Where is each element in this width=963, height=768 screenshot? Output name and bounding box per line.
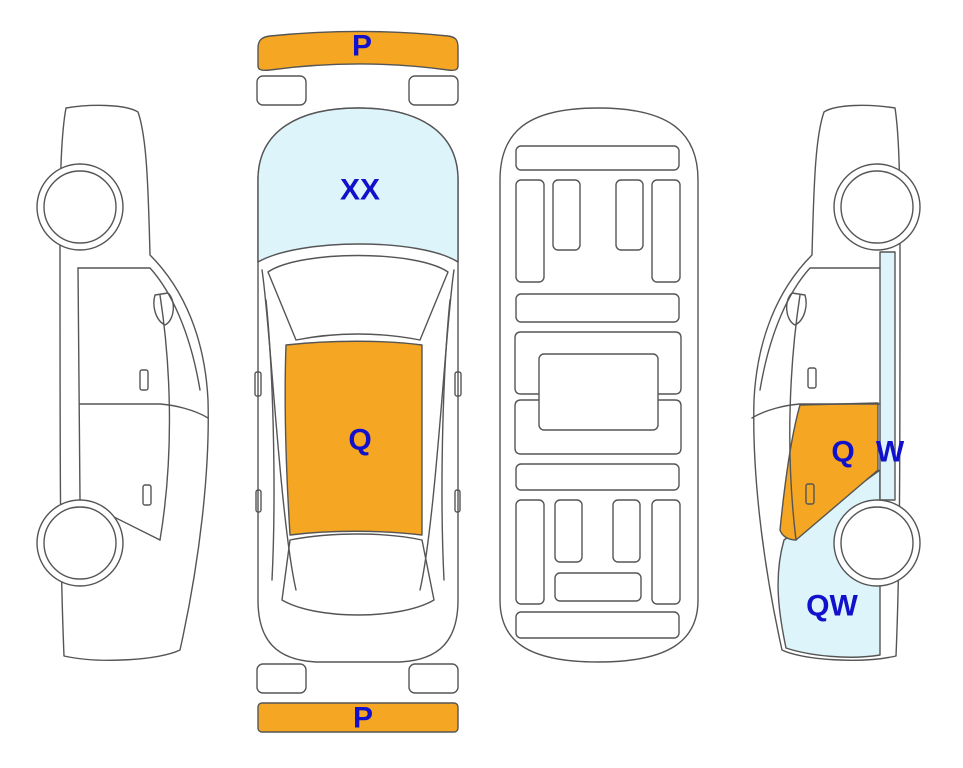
underside-rear-end-bar xyxy=(515,611,680,639)
rear-right-light xyxy=(408,663,459,694)
front-bumper-part xyxy=(257,30,459,72)
right-rear-handle-top xyxy=(454,489,461,513)
left-rear-wheel-inner xyxy=(43,506,117,580)
underside-front-inner-right xyxy=(615,179,644,251)
rear-bumper-part xyxy=(257,702,459,733)
hood-part xyxy=(257,107,459,263)
underside-front-bar xyxy=(515,145,680,171)
left-side-sill xyxy=(265,299,275,581)
left-side-rear-handle xyxy=(142,484,152,506)
front-right-light xyxy=(408,75,459,106)
rear-left-light xyxy=(256,663,307,694)
label-hood: XX xyxy=(340,174,380,207)
right-rear-wheel-inner xyxy=(840,506,914,580)
left-front-wheel xyxy=(36,163,124,251)
underside-rear-inner-right xyxy=(612,499,641,563)
label-right-rear-door: Q xyxy=(831,436,854,469)
right-side-belt-line xyxy=(751,403,881,419)
underside-rear-right-rail xyxy=(651,499,681,605)
left-side-window-line xyxy=(77,267,201,391)
left-front-wheel-inner xyxy=(43,170,117,244)
right-side-mirror-top xyxy=(454,371,462,397)
rear-window xyxy=(281,533,435,616)
left-side-door-line xyxy=(159,294,171,541)
car-top-view xyxy=(254,30,462,733)
right-side-front-handle xyxy=(807,367,817,389)
right-side-door-line xyxy=(789,294,801,541)
underside-rear-inner-left xyxy=(554,499,583,563)
left-side-mirror-top xyxy=(254,371,262,397)
roof-part xyxy=(284,340,423,536)
left-side-front-handle xyxy=(139,369,149,391)
car-left-side-view xyxy=(36,104,209,661)
right-side-window-line xyxy=(759,267,881,391)
damage-labels: P XX Q P Q W QW xyxy=(340,30,905,735)
underside-center-frame xyxy=(514,331,682,455)
left-rear-wheel xyxy=(36,499,124,587)
car-right-side-view xyxy=(751,104,921,661)
right-front-wheel xyxy=(833,163,921,251)
underside-exhaust-bar xyxy=(554,572,642,602)
underside-center-panel xyxy=(538,353,659,431)
right-rear-pillar-part xyxy=(879,251,896,501)
right-side-mirror xyxy=(786,292,807,326)
label-rear-bumper: P xyxy=(353,702,373,735)
underside-rear-bar xyxy=(515,463,680,491)
left-side-belt-line xyxy=(79,403,209,419)
underside-front-right-rail xyxy=(651,179,681,283)
label-right-rear-quarter: QW xyxy=(806,590,858,623)
car-underside-view xyxy=(499,107,699,663)
left-side-mirror xyxy=(153,292,174,326)
right-rear-door-part xyxy=(779,402,879,541)
label-right-rear-pillar: W xyxy=(876,436,905,469)
underside-front-left-rail xyxy=(515,179,545,283)
right-front-wheel-inner xyxy=(840,170,914,244)
label-roof: Q xyxy=(348,424,371,457)
windshield xyxy=(267,254,449,341)
right-side-rear-handle xyxy=(805,483,815,505)
underside-front-inner-left xyxy=(552,179,581,251)
label-front-bumper: P xyxy=(352,30,372,63)
left-rear-handle-top xyxy=(255,489,262,513)
front-left-light xyxy=(256,75,307,106)
right-rear-wheel xyxy=(833,499,921,587)
underside-mid-bar xyxy=(515,293,680,323)
left-a-pillar xyxy=(261,269,297,591)
right-side-sill xyxy=(441,299,451,581)
underside-rear-left-rail xyxy=(515,499,545,605)
